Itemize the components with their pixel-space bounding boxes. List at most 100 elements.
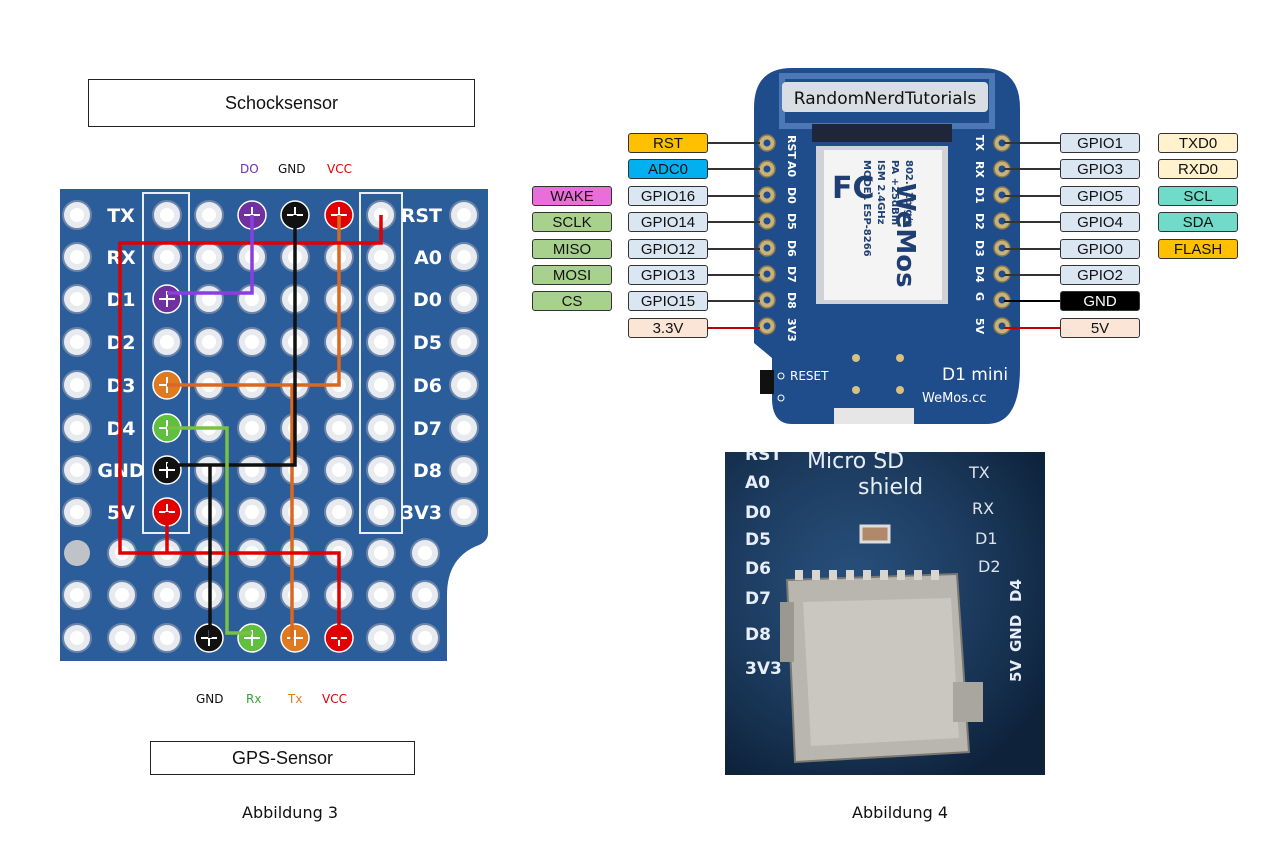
pin-silk-right: D2: [973, 213, 986, 230]
pin-connector-left: [708, 221, 760, 223]
pin-silk-right: G: [973, 292, 986, 301]
pin-connector-left: [708, 274, 760, 276]
func-tag-right: SCL: [1158, 186, 1238, 206]
func-tag-right: TXD0: [1158, 133, 1238, 153]
bottom-pin-label: GND: [196, 692, 224, 706]
bottom-pin-label: Tx: [288, 692, 303, 706]
reset-label: RESET: [790, 369, 829, 383]
shield-title-line1: Micro SD: [807, 452, 904, 474]
sd-contact: [914, 570, 922, 580]
sd-slot-tab: [953, 682, 983, 722]
figure4-caption: Abbildung 4: [852, 803, 949, 822]
wire-vcc-red: [118, 215, 383, 640]
top-pin-label: DO: [240, 162, 259, 176]
shock-sensor-label: Schocksensor: [224, 92, 339, 113]
board-label-right: RST: [401, 205, 442, 227]
module-can: [824, 150, 942, 300]
pin-silk-right: D1: [973, 187, 986, 204]
sd-shield-photo: Micro SDshieldRSTA0D0D5D6D7D83V3TXRXD1D2…: [725, 452, 1045, 775]
pin-silk-left: D5: [785, 213, 798, 230]
pin-connector-right: [1004, 221, 1060, 223]
func-tag-left: ADC0: [628, 159, 708, 179]
func-tag-left: 3.3V: [628, 318, 708, 338]
module-text: ISM 2.4GHz: [875, 160, 886, 225]
via: [896, 354, 904, 362]
usb-connector: [834, 408, 914, 424]
module-text: MODEL ESP-8266: [861, 160, 872, 257]
gpio-tag-right: 5V: [1060, 318, 1140, 338]
pin-connector-left: [708, 168, 760, 170]
gpio-tag-left: GPIO14: [628, 212, 708, 232]
sd-label-left: A0: [745, 473, 770, 493]
pin-silk-right: RX: [973, 161, 986, 178]
board-label-right: D7: [413, 418, 442, 440]
sd-label-right: D2: [978, 557, 1001, 576]
func-tag-right: FLASH: [1158, 239, 1238, 259]
reset-button: [760, 370, 774, 394]
pin-silk-left: D7: [785, 266, 798, 283]
pin-silk-right: D3: [973, 240, 986, 257]
shock-sensor-box: Schocksensor: [88, 79, 475, 127]
sd-slot-side: [780, 602, 794, 662]
via: [852, 386, 860, 394]
sd-contact: [829, 570, 837, 580]
pin-connector-right: [1004, 300, 1060, 302]
sd-contact: [897, 570, 905, 580]
pin-silk-left: D8: [785, 292, 798, 309]
pin-silk-right: 5V: [973, 318, 986, 335]
sd-label-left: RST: [745, 452, 782, 465]
sd-label-left: D0: [745, 503, 771, 523]
pin-silk-left: D0: [785, 187, 798, 204]
board-label-right: D0: [413, 289, 442, 311]
pin-silk-left: A0: [785, 161, 798, 178]
pin-connector-right: [1004, 274, 1060, 276]
pin-connector-left: [708, 327, 760, 329]
gpio-tag-right: GPIO1: [1060, 133, 1140, 153]
via: [896, 386, 904, 394]
fc-logo-icon: FC: [832, 171, 875, 206]
func-tag-left: MOSI: [532, 265, 612, 285]
module-top-strip: [812, 124, 952, 142]
sd-label-left: D7: [745, 589, 771, 609]
pin-connector-left: [708, 142, 760, 144]
gpio-tag-left: GPIO15: [628, 291, 708, 311]
board-label-right: 3V3: [401, 502, 442, 524]
gpio-tag-right: GND: [1060, 291, 1140, 311]
wire-tx: [290, 215, 341, 640]
sd-label-left: D6: [745, 559, 771, 579]
silk-bracket-right: [359, 192, 403, 534]
pin-connector-left: [708, 195, 760, 197]
gpio-tag-left: GPIO13: [628, 265, 708, 285]
bottom-pin-label: Rx: [246, 692, 262, 706]
gpio-tag-right: GPIO4: [1060, 212, 1140, 232]
sd-label-left: D5: [745, 530, 771, 550]
bottom-pin-label: VCC: [322, 692, 347, 706]
sd-slot-face: [803, 598, 959, 746]
gpio-tag-right: GPIO5: [1060, 186, 1140, 206]
figure3-caption: Abbildung 3: [242, 803, 339, 822]
pin-silk-left: D6: [785, 240, 798, 257]
pin-silk-left: 3V3: [785, 318, 798, 342]
wire-do: [167, 215, 254, 295]
sd-label-right: RX: [972, 499, 994, 518]
wire-rx: [167, 426, 252, 635]
func-tag-left: SCLK: [532, 212, 612, 232]
brand-banner-text: RandomNerdTutorials: [794, 89, 977, 109]
pin-connector-left: [708, 300, 760, 302]
sd-label-right-rotated: D4: [1007, 579, 1025, 602]
gpio-tag-right: GPIO3: [1060, 159, 1140, 179]
sd-label-right-rotated: 5V: [1007, 660, 1025, 682]
brand-banner: [782, 82, 988, 112]
via: [852, 354, 860, 362]
gpio-tag-left: GPIO12: [628, 239, 708, 259]
module-text: PA +25dBm: [889, 160, 900, 225]
hole: [64, 540, 90, 566]
smd-capacitor: [859, 524, 891, 544]
pin-connector-right: [1004, 327, 1060, 329]
board-site: WeMos.cc: [922, 391, 986, 406]
board-label-left: TX: [107, 205, 135, 227]
sd-label-right: TX: [968, 463, 990, 482]
sd-contact: [931, 570, 939, 580]
gpio-tag-left: GPIO16: [628, 186, 708, 206]
